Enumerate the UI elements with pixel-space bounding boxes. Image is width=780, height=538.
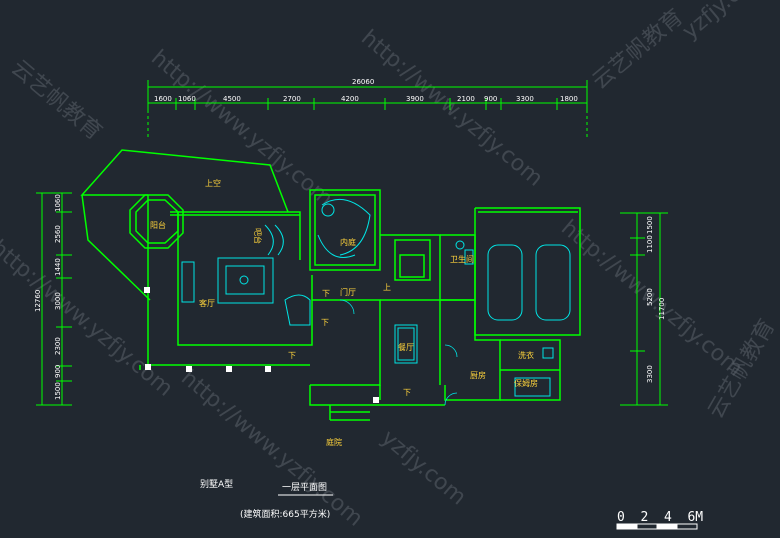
dim-right-3: 5200 — [646, 288, 654, 306]
label-up-stairs: 上 — [383, 283, 391, 292]
title-area: (建筑面积:665平方米) — [240, 508, 330, 520]
label-bathroom: 卫生间 — [450, 254, 474, 264]
label-laundry: 洗衣 — [518, 350, 534, 360]
label-upper-void: 上空 — [205, 178, 221, 188]
label-servant-room: 保姆房 — [514, 378, 538, 388]
dim-left-7: 1500 — [54, 382, 62, 400]
watermark-url-3: http://www.yzfjy.com — [0, 235, 177, 401]
label-kitchen: 厨房 — [470, 370, 486, 380]
title-plan: 一层平面图 — [282, 482, 327, 493]
watermark-brand-2: 云艺帆教育 — [588, 5, 688, 95]
watermark-short-1: yzfjy.com — [678, 0, 772, 45]
label-down-1: 下 — [322, 289, 330, 298]
label-bar-counter: 吧台 — [253, 228, 263, 244]
dim-left-6: 900 — [54, 365, 62, 378]
dim-top-1: 1600 — [154, 95, 172, 103]
dim-left-1: 1060 — [54, 194, 62, 212]
dim-left-5: 2300 — [54, 337, 62, 355]
scale-bar — [616, 523, 698, 530]
watermark-brand-3: 云艺帆教育 — [704, 315, 780, 423]
dim-top-10: 1800 — [560, 95, 578, 103]
label-down-3: 下 — [288, 351, 296, 360]
dim-right-2: 1100 — [646, 235, 654, 253]
label-living-room: 客厅 — [199, 298, 215, 308]
watermark-short-2: yzfjy.com — [376, 425, 470, 510]
door-swings — [339, 299, 458, 406]
dim-top-6: 3900 — [406, 95, 424, 103]
dim-top-8: 900 — [484, 95, 497, 103]
dim-left-2: 2560 — [54, 225, 62, 243]
right-dimension-chain — [620, 212, 668, 406]
dim-top-4: 2700 — [283, 95, 301, 103]
dim-right-1: 1500 — [646, 216, 654, 234]
dim-left-overall: 12760 — [34, 290, 42, 312]
dim-overall-top: 26060 — [352, 78, 374, 86]
dim-right-overall: 11700 — [658, 298, 666, 320]
dim-left-4: 3000 — [54, 292, 62, 310]
watermark-url-2: http://www.yzfjy.com — [146, 45, 337, 211]
left-dimension-chain — [36, 192, 72, 406]
columns — [144, 287, 379, 403]
watermark-url-5: http://www.yzfjy.com — [176, 365, 367, 531]
label-courtyard: 庭院 — [326, 437, 342, 447]
dim-top-7: 2100 — [457, 95, 475, 103]
label-down-2: 下 — [321, 318, 329, 327]
top-dimension-chain — [147, 80, 588, 140]
dim-top-3: 4500 — [223, 95, 241, 103]
label-dining-room: 餐厅 — [398, 343, 414, 352]
label-inner-court: 内庭 — [340, 237, 356, 247]
label-terrace: 阳台 — [150, 220, 166, 230]
dim-top-5: 4200 — [341, 95, 359, 103]
dim-right-4: 3300 — [646, 365, 654, 383]
dim-left-3: 1440 — [54, 258, 62, 276]
label-foyer: 门厅 — [340, 287, 356, 297]
dim-top-9: 3300 — [516, 95, 534, 103]
title-villa-type: 别墅A型 — [200, 479, 233, 490]
dim-top-2: 1060 — [178, 95, 196, 103]
scale-bar-label: 0 2 4 6M — [617, 510, 703, 525]
watermark-brand-1: 云艺帆教育 — [6, 55, 106, 145]
furniture — [181, 198, 571, 397]
label-down-4: 下 — [403, 388, 411, 397]
